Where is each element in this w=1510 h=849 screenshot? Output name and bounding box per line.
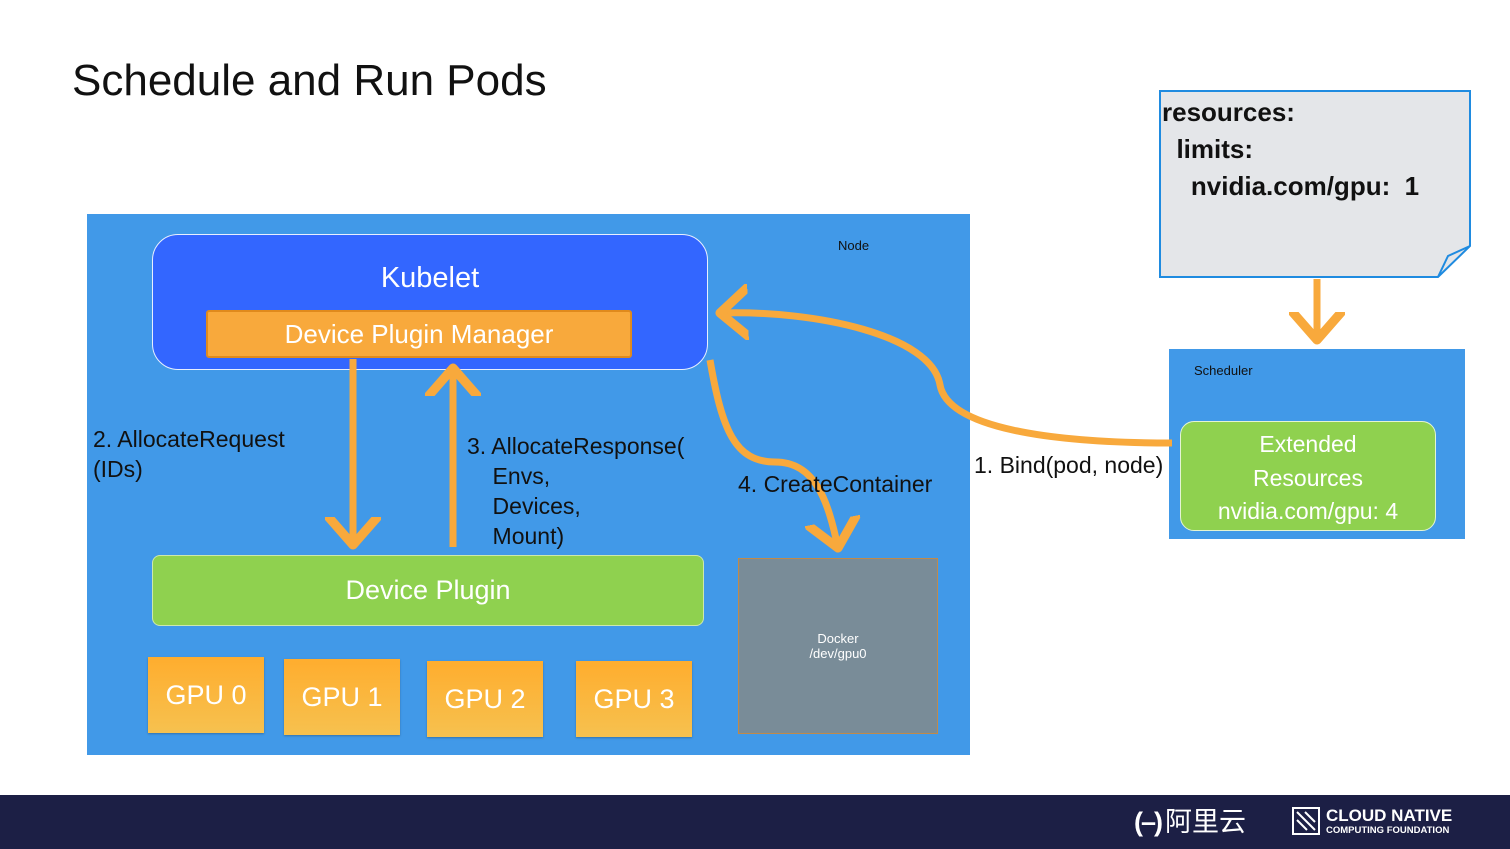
node-label: Node	[838, 238, 870, 253]
extended-resources-line3: nvidia.com/gpu: 4	[1217, 498, 1399, 524]
kubelet-title: Kubelet	[380, 262, 480, 294]
cncf-logo-subtitle: COMPUTING FOUNDATION	[1326, 825, 1450, 836]
cncf-logo-icon	[1292, 807, 1320, 835]
docker-container-box: Docker /dev/gpu0	[738, 558, 938, 734]
bind-arrow	[720, 313, 1173, 447]
pod-spec-note-fold	[1437, 245, 1471, 278]
bind-label: 1. Bind(pod, node)	[974, 452, 1164, 478]
pod-spec-text: resources: limits: nvidia.com/gpu: 1	[1162, 97, 1420, 201]
docker-device-label: /dev/gpu0	[809, 646, 867, 661]
aliyun-logo-icon: (–)	[1134, 807, 1163, 837]
allocate-request-label: 2. AllocateRequest (IDs)	[93, 426, 285, 482]
scheduler-label: Scheduler	[1194, 363, 1253, 378]
device-plugin-box: Device Plugin	[152, 555, 704, 626]
docker-label: Docker	[817, 631, 859, 646]
allocate-response-label: 3. AllocateResponse( Envs, Devices, Moun…	[467, 433, 685, 549]
cncf-logo: CLOUD NATIVE COMPUTING FOUNDATION	[1292, 807, 1452, 840]
device-plugin-manager: Device Plugin Manager	[206, 310, 632, 358]
create-container-arrow	[706, 359, 838, 548]
footer-bar	[0, 795, 1510, 849]
cncf-logo-title: CLOUD NATIVE	[1326, 806, 1453, 825]
aliyun-logo-text: 阿里云	[1165, 807, 1246, 837]
extended-resources-box: Extended Resources nvidia.com/gpu: 4	[1180, 421, 1436, 531]
extended-resources-line1: Extended	[1259, 431, 1357, 457]
pod-spec-note-shape	[1159, 90, 1471, 278]
extended-resources-line2: Resources	[1253, 464, 1363, 491]
aliyun-logo: (–)阿里云	[1134, 806, 1246, 838]
gpu-1-box: GPU 1	[284, 659, 400, 735]
create-container-label: 4. CreateContainer	[738, 471, 933, 497]
gpu-3-box: GPU 3	[576, 661, 692, 737]
gpu-0-box: GPU 0	[148, 657, 264, 733]
gpu-2-box: GPU 2	[427, 661, 543, 737]
page-title: Schedule and Run Pods	[72, 56, 547, 105]
